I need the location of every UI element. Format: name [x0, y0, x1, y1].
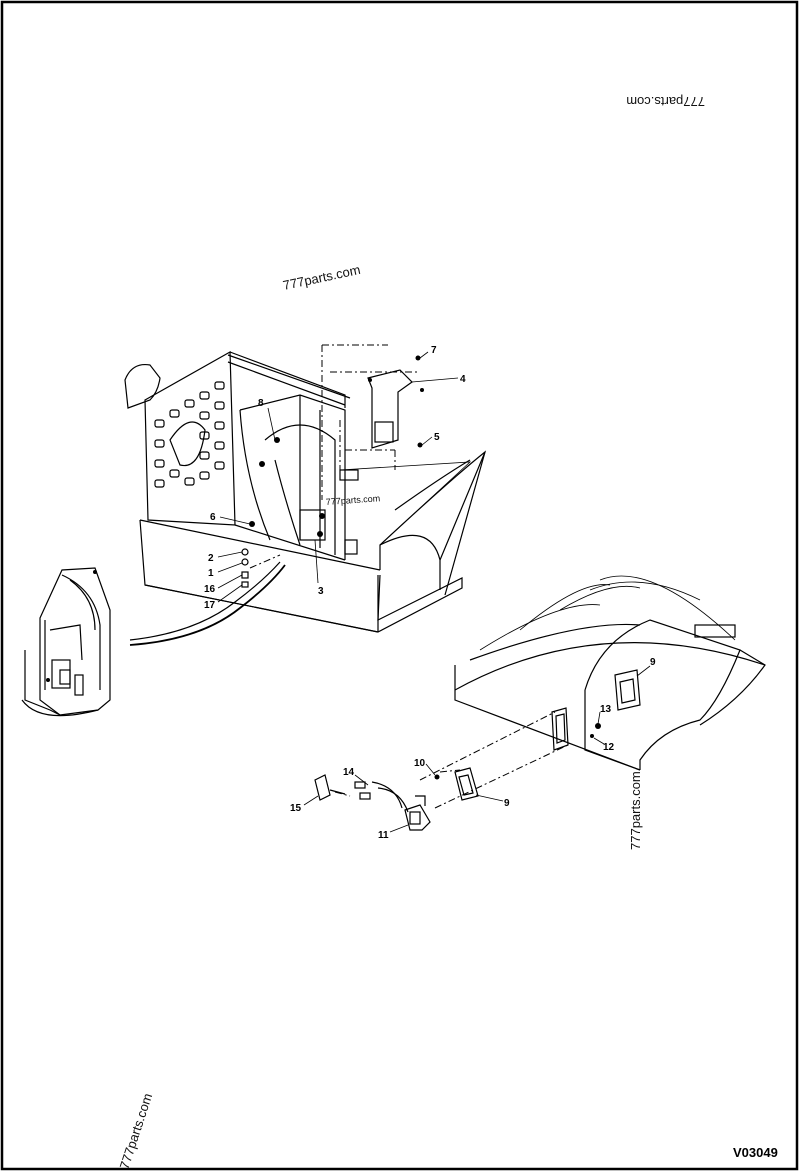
drawing-code: V03049 — [733, 1145, 778, 1160]
door-latch-assembly — [314, 575, 766, 831]
callout-12: 12 — [603, 742, 615, 753]
callout-8: 8 — [258, 398, 264, 409]
watermark-2: 777parts.com — [282, 262, 362, 293]
callout-17: 17 — [204, 600, 216, 611]
side-panel-detail — [21, 567, 111, 717]
callout-9b: 9 — [504, 798, 510, 809]
callout-13: 13 — [600, 704, 612, 715]
leader-lines — [217, 351, 651, 833]
callout-16: 16 — [204, 584, 216, 595]
callout-14: 14 — [343, 767, 355, 778]
callout-3: 3 — [318, 586, 324, 597]
watermark-1: 777parts.com — [626, 94, 705, 109]
callout-labels: 7 4 5 8 6 3 2 1 16 17 9 13 12 10 9 14 15… — [204, 345, 656, 841]
callout-7: 7 — [431, 345, 437, 356]
callout-5: 5 — [434, 432, 440, 443]
callout-2: 2 — [208, 553, 214, 564]
watermark-3: 777parts.com — [325, 493, 380, 507]
control-panel-assembly — [124, 344, 487, 646]
watermark-4: 777parts.com — [628, 771, 643, 850]
callout-15: 15 — [290, 803, 302, 814]
callout-4: 4 — [460, 374, 466, 385]
callout-10: 10 — [414, 758, 426, 769]
callout-9a: 9 — [650, 657, 656, 668]
callout-11: 11 — [378, 830, 389, 841]
callout-1: 1 — [208, 568, 214, 579]
watermark-5: 777parts.com — [117, 1091, 156, 1171]
callout-6: 6 — [210, 512, 216, 523]
